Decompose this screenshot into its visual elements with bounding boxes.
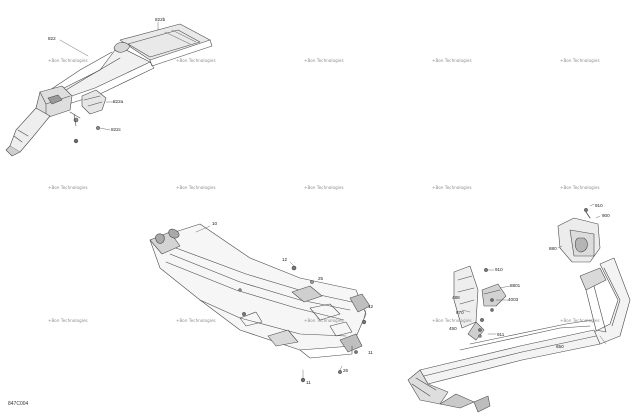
part-label-8801: 8801 — [510, 283, 521, 288]
part-label-11-right: 11 — [368, 350, 373, 355]
part-label-450: 450 — [449, 326, 457, 331]
part-label-12-top: 12 — [282, 257, 288, 262]
part-label-910: 910 — [495, 267, 503, 272]
watermark: +Bon Technologies — [560, 318, 600, 323]
watermark: +Bon Technologies — [176, 58, 216, 63]
watermark: +Bon Technologies — [176, 185, 216, 190]
part-label-4003: 4003 — [508, 297, 519, 302]
part-label-25: 25 — [318, 276, 324, 281]
skid-plate-10-drawing — [149, 223, 371, 383]
part-label-911: 911 — [497, 332, 505, 337]
part-label-11-bottom: 11 — [306, 380, 311, 385]
watermark: +Bon Technologies — [48, 185, 88, 190]
part-label-822c: 822c — [111, 127, 121, 132]
watermark: +Bon Technologies — [304, 185, 344, 190]
part-label-822: 822 — [48, 36, 56, 41]
part-label-10: 10 — [212, 221, 218, 226]
part-label-870: 870 — [456, 310, 464, 315]
watermark: +Bon Technologies — [304, 58, 344, 63]
part-label-488: 488 — [452, 295, 460, 300]
part-label-650: 650 — [556, 344, 564, 349]
watermark: +Bon Technologies — [432, 185, 472, 190]
part-label-26: 26 — [343, 368, 349, 373]
bumper-650-drawing — [407, 203, 631, 413]
part-label-822a: 822a — [113, 99, 124, 104]
figure-code: 847C004 — [8, 401, 29, 407]
watermark: +Bon Technologies — [560, 58, 600, 63]
watermark: +Bon Technologies — [176, 318, 216, 323]
watermark: +Bon Technologies — [48, 58, 88, 63]
watermark: +Bon Technologies — [432, 318, 472, 323]
part-label-900: 900 — [602, 213, 610, 218]
frame-rail-822-drawing — [5, 21, 213, 157]
part-label-822b: 822b — [155, 17, 166, 22]
part-label-12-right: 12 — [368, 304, 374, 309]
part-label-880: 880 — [549, 246, 557, 251]
watermark: +Bon Technologies — [304, 318, 344, 323]
watermark: +Bon Technologies — [560, 185, 600, 190]
watermark: +Bon Technologies — [432, 58, 472, 63]
watermark: +Bon Technologies — [48, 318, 88, 323]
part-label-910-top: 910 — [595, 203, 603, 208]
